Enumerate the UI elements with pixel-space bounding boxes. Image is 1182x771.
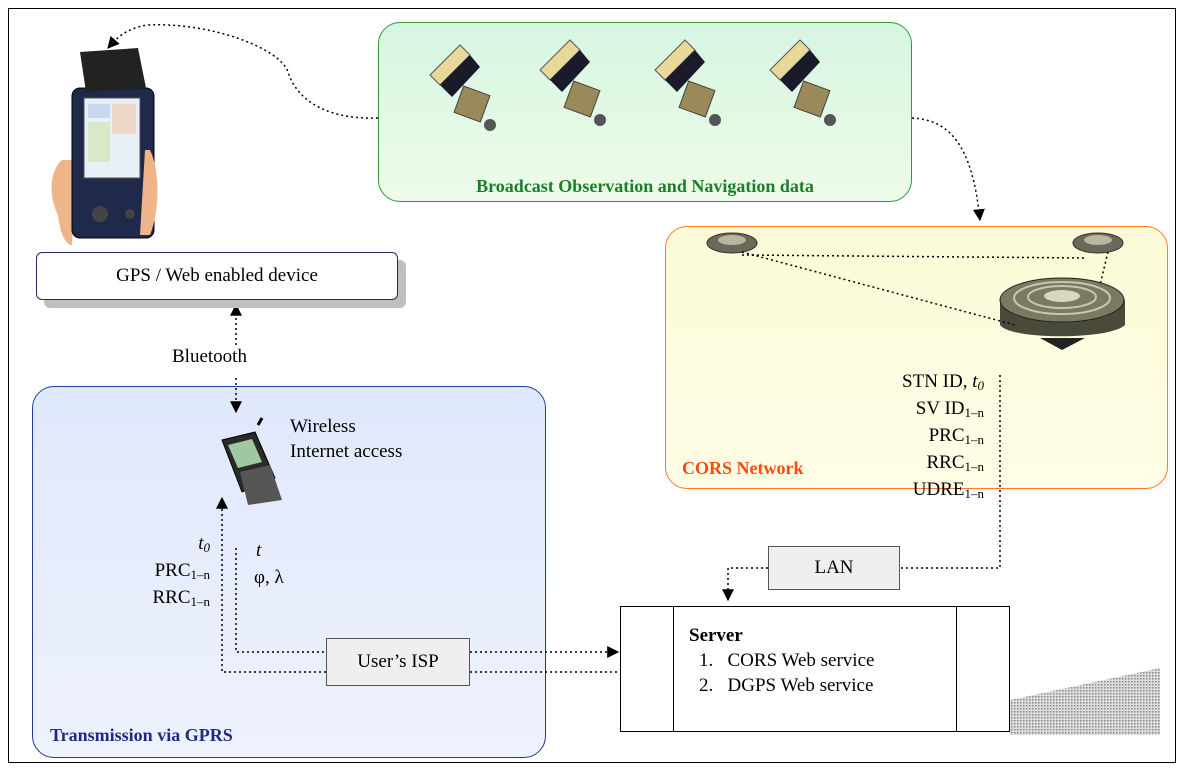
gps-device-label: GPS / Web enabled device xyxy=(116,265,318,286)
downlink-prc: PRC xyxy=(154,560,191,581)
gps-handheld-icon xyxy=(51,48,158,245)
mobile-phone-icon xyxy=(221,417,282,505)
isp-label: User’s ISP xyxy=(357,651,439,672)
satellite-icon-4 xyxy=(769,39,836,126)
cors-network-label: CORS Network xyxy=(682,458,804,478)
wireless-label: Wireless xyxy=(290,416,356,437)
server-service-2-num: 2. xyxy=(699,675,714,696)
server-box: Server 1. CORS Web service 2. DGPS Web s… xyxy=(620,606,1010,732)
server-service-1: 1. CORS Web service xyxy=(699,650,874,672)
server-left-bar xyxy=(673,607,674,731)
lan-box: LAN xyxy=(768,546,900,590)
gprs-panel-label: Transmission via GPRS xyxy=(50,725,233,745)
downlink-prc-sub: 1–n xyxy=(190,567,211,582)
server-service-2-name: DGPS Web service xyxy=(727,675,874,696)
gps-device-box: GPS / Web enabled device xyxy=(36,252,398,300)
cors-prc: PRC xyxy=(928,425,965,446)
server-title: Server xyxy=(689,625,743,646)
satellite-icon-2 xyxy=(539,39,606,126)
satellite-icon-3 xyxy=(654,39,721,126)
downlink-t0: t xyxy=(198,533,204,554)
downlink-rrc: RRC xyxy=(152,587,191,608)
server-service-2: 2. DGPS Web service xyxy=(699,675,873,697)
antenna-baselines xyxy=(741,251,1109,326)
antenna-icon-right xyxy=(1072,232,1124,254)
server-right-bar xyxy=(956,607,957,731)
cors-stn-id: STN ID, xyxy=(902,371,973,392)
gprs-panel xyxy=(32,386,546,758)
broadcast-panel-label: Broadcast Observation and Navigation dat… xyxy=(476,176,814,196)
bluetooth-label: Bluetooth xyxy=(172,346,247,367)
cors-udre-sub: 1–n xyxy=(964,486,985,501)
lan-label: LAN xyxy=(814,557,854,578)
downlink-values: t0 PRC1–n RRC1–n xyxy=(100,530,210,630)
cors-t0: t xyxy=(972,371,978,392)
cors-sv-id: SV ID xyxy=(915,398,965,419)
antenna-icon-main xyxy=(999,277,1125,350)
uplink-t: t xyxy=(256,540,262,561)
cors-rrc: RRC xyxy=(926,452,965,473)
diagram-frame xyxy=(8,8,1176,763)
antenna-icon-left xyxy=(706,232,758,254)
cors-output-list: STN ID, t0 SV ID1–n PRC1–n RRC1–n UDRE1–… xyxy=(700,368,984,508)
uplink-phi-lambda: φ, λ xyxy=(254,567,284,588)
connector-lines xyxy=(107,24,1001,673)
cors-rrc-sub: 1–n xyxy=(964,459,985,474)
server-service-1-name: CORS Web service xyxy=(727,650,875,671)
server-shadow xyxy=(1010,668,1160,735)
internet-access-label: Internet access xyxy=(290,441,403,462)
cors-t0-sub: 0 xyxy=(977,378,985,393)
downlink-t0-sub: 0 xyxy=(203,540,211,555)
cors-sv-sub: 1–n xyxy=(964,405,985,420)
downlink-rrc-sub: 1–n xyxy=(190,594,211,609)
cors-prc-sub: 1–n xyxy=(964,432,985,447)
satellite-icon-1 xyxy=(429,44,496,131)
cors-udre: UDRE xyxy=(912,479,965,500)
server-service-1-num: 1. xyxy=(699,650,714,671)
isp-box: User’s ISP xyxy=(326,638,470,686)
cors-network-panel xyxy=(665,226,1168,489)
